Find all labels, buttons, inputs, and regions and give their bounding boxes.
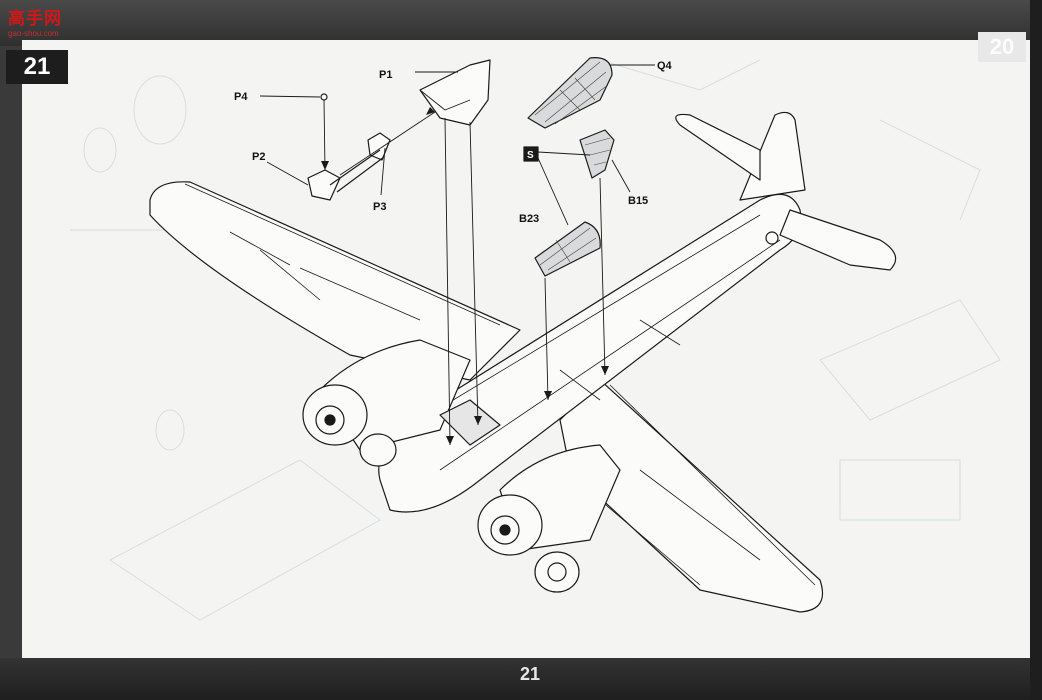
part-b15-shape [579,129,615,179]
right-main-wheel [534,551,580,593]
label-paint-symbol: S [527,150,534,161]
step-number-badge: 21 [6,50,68,84]
bleed-through-step-number: 20 [978,32,1026,62]
part-p4-shape [320,93,328,101]
bottom-border [0,658,1042,700]
left-main-wheel [359,433,397,467]
label-b15: B15 [628,195,648,207]
left-stabilizer [675,113,761,181]
page-number: 21 [519,664,541,684]
cockpit-opening [439,399,501,446]
parts-group [307,57,615,277]
watermark-url: gao-shou.com [8,29,59,38]
label-p2: P2 [252,151,265,163]
arrowheads [321,107,609,445]
watermark-text: 高手网 [8,9,62,28]
label-p1: P1 [379,69,392,81]
page-edge-shadow [1030,0,1042,700]
watermark-logo: 高手网 gao-shou.com [8,4,68,40]
left-engine-cowling [302,384,368,446]
part-p2-shape [307,169,341,201]
bleed-through-drawing [70,59,1001,621]
label-p4: P4 [234,91,248,103]
aircraft-drawing [149,111,897,613]
top-border [0,0,1042,46]
right-stabilizer [779,209,897,271]
part-p1-shape [419,59,491,126]
assembly-lines [259,64,655,446]
right-engine-cowling [477,494,543,556]
part-q4-shape [527,57,613,129]
tail-wheel [765,231,779,245]
label-p3: P3 [373,201,386,213]
part-b23-shape [534,221,601,277]
left-wing [149,181,521,381]
label-q4: Q4 [657,60,673,72]
label-b23: B23 [519,213,539,225]
paint-symbol-box [523,146,539,162]
